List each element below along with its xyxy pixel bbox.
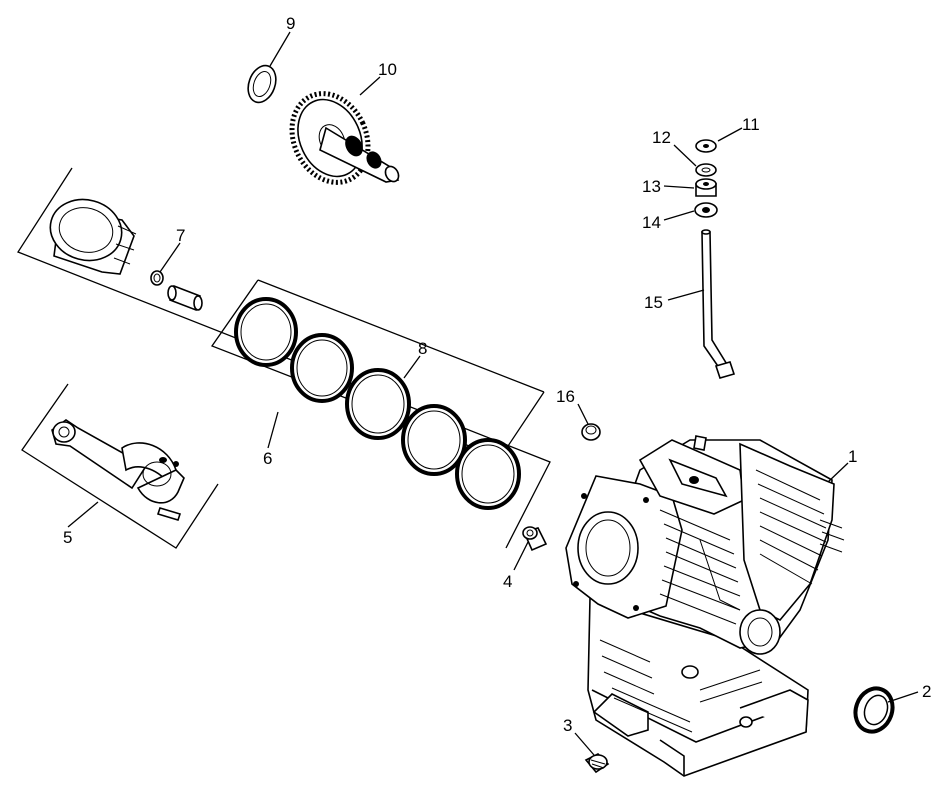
callout-13: 13 xyxy=(642,177,661,196)
callout-6: 6 xyxy=(263,449,272,468)
callout-10: 10 xyxy=(378,60,397,79)
callout-12: 12 xyxy=(652,128,671,147)
piston-pin-retainer xyxy=(150,270,164,286)
drain-plug xyxy=(584,753,610,774)
callout-2: 2 xyxy=(922,682,931,701)
callout-3: 3 xyxy=(563,716,572,735)
nut xyxy=(695,139,717,153)
callout-1: 1 xyxy=(848,447,857,466)
callout-11: 11 xyxy=(742,115,760,134)
oil-seal xyxy=(853,686,895,734)
callout-labels: 1 2 3 4 5 6 7 8 9 10 11 12 13 14 15 16 xyxy=(63,14,931,735)
callout-7: 7 xyxy=(176,226,185,245)
plug xyxy=(581,423,601,441)
piston-rings xyxy=(234,297,521,510)
breather-tube xyxy=(701,229,736,379)
piston xyxy=(49,198,137,275)
camshaft xyxy=(289,91,400,185)
shim-washer xyxy=(247,64,277,104)
connecting-rod xyxy=(51,419,185,521)
callout-9: 9 xyxy=(286,14,295,33)
leader-lines xyxy=(67,31,919,756)
callout-8: 8 xyxy=(418,339,427,358)
callout-14: 14 xyxy=(642,213,661,232)
connecting-rod-box xyxy=(21,383,219,549)
dowel xyxy=(522,526,548,552)
piston-pin xyxy=(167,284,203,312)
callout-5: 5 xyxy=(63,528,72,547)
grommet xyxy=(694,202,718,218)
callout-15: 15 xyxy=(644,293,663,312)
callout-4: 4 xyxy=(503,572,512,591)
washer xyxy=(695,163,717,177)
callout-16: 16 xyxy=(556,387,575,406)
crankcase xyxy=(565,435,845,777)
spacer xyxy=(695,178,717,197)
